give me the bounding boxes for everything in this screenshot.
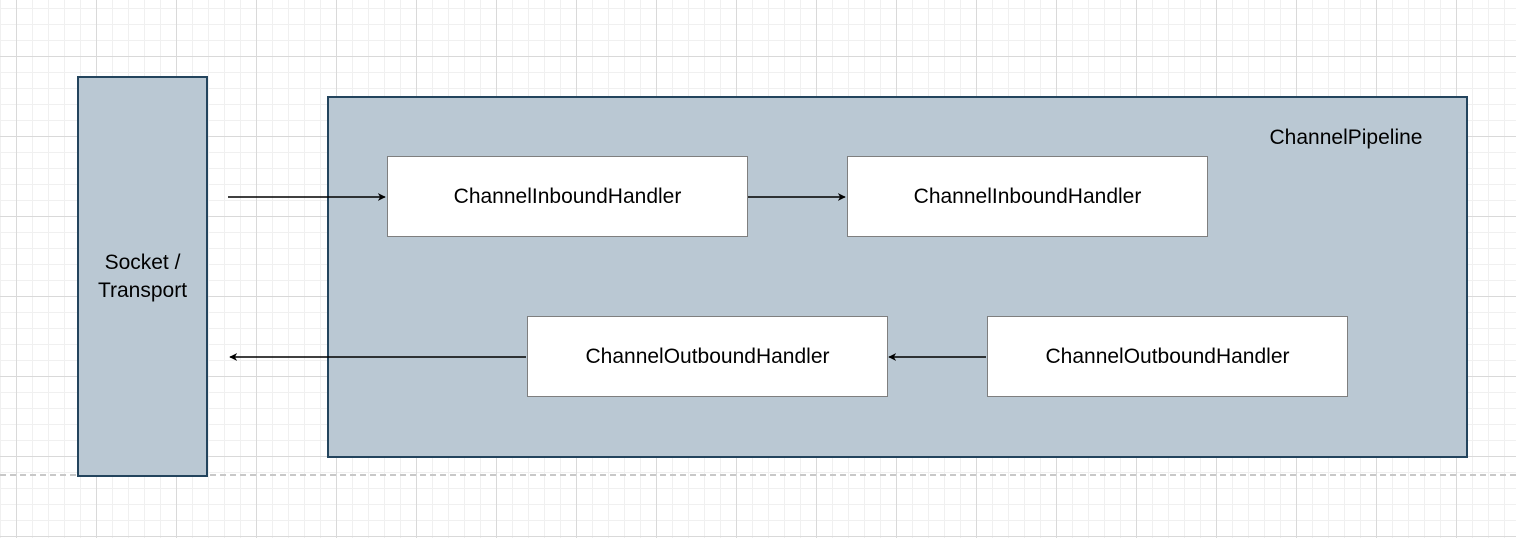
inbound-handler-1-label: ChannelInboundHandler xyxy=(453,184,682,208)
outbound-handler-2[interactable]: ChannelOutboundHandler xyxy=(987,316,1348,397)
socket-transport-box[interactable]: Socket / Transport xyxy=(77,76,208,477)
outbound-handler-2-label: ChannelOutboundHandler xyxy=(1045,344,1290,368)
socket-label-line2: Transport xyxy=(97,278,188,302)
page-break-line xyxy=(0,474,1516,476)
inbound-handler-2-label: ChannelInboundHandler xyxy=(913,184,1142,208)
socket-label-line1: Socket / xyxy=(104,250,181,274)
outbound-handler-1-label: ChannelOutboundHandler xyxy=(585,344,830,368)
inbound-handler-2[interactable]: ChannelInboundHandler xyxy=(847,156,1208,237)
socket-transport-label: Socket / Transport xyxy=(98,249,187,305)
outbound-handler-1[interactable]: ChannelOutboundHandler xyxy=(527,316,888,397)
channel-pipeline-label: ChannelPipeline xyxy=(1269,126,1423,149)
inbound-handler-1[interactable]: ChannelInboundHandler xyxy=(387,156,748,237)
